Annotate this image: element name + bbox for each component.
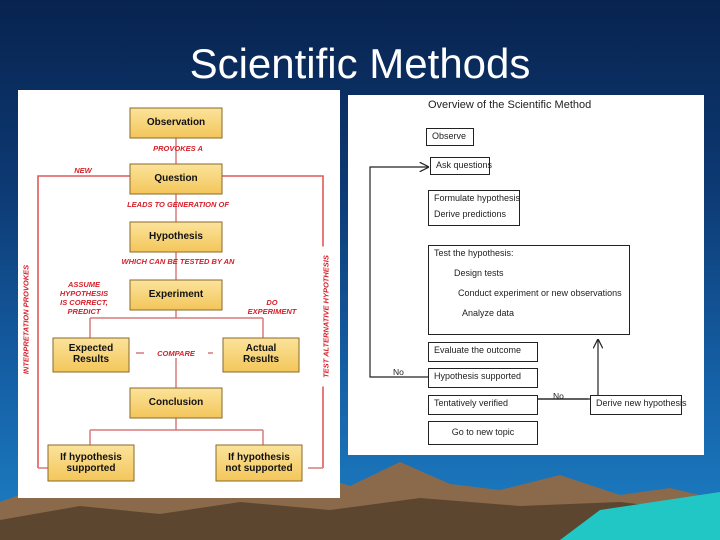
observation-box: Observation — [146, 117, 206, 128]
no-left-label: No — [393, 367, 404, 377]
derive-new-hypothesis-box: Derive new hypothesis — [590, 395, 687, 415]
derive-text: Derive predictions — [434, 209, 507, 219]
slide-title: Scientific Methods — [189, 40, 531, 87]
compare-label: COMPARE — [144, 349, 208, 358]
observe-box: Observe — [426, 128, 474, 146]
assume-label: ASSUME HYPOTHESIS IS CORRECT, PREDICT — [59, 280, 109, 316]
right-diagram-panel: Overview of the Scientific Method Observ… — [348, 95, 704, 455]
mountain-landscape — [0, 462, 720, 540]
hypothesis-box: Hypothesis — [149, 231, 203, 242]
hypothesis-supported-box: Hypothesis supported — [428, 368, 538, 388]
new-label: NEW — [74, 166, 92, 175]
tested-by-label: WHICH CAN BE TESTED BY AN — [121, 257, 235, 266]
if-not-supported-box: If hypothesis not supported — [225, 452, 293, 474]
test-alternative-label: TEST ALTERNATIVE HYPOTHESIS — [321, 246, 331, 387]
no-right-label: No — [553, 391, 564, 401]
expected-results-box: Expected Results — [68, 343, 114, 365]
ask-questions-box: Ask questions — [430, 157, 492, 175]
conduct-text: Conduct experiment or new observations — [458, 288, 622, 298]
test-title-text: Test the hypothesis: — [434, 248, 514, 258]
design-text: Design tests — [454, 268, 504, 278]
actual-results-box: Actual Results — [242, 343, 280, 365]
question-box: Question — [154, 173, 198, 184]
formulate-text: Formulate hypothesis — [434, 193, 521, 203]
if-supported-box: If hypothesis supported — [60, 452, 122, 474]
do-experiment-label: DO EXPERIMENT — [247, 298, 297, 316]
left-diagram-panel: Observation Question Hypothesis Experime… — [18, 90, 340, 498]
overview-title: Overview of the Scientific Method — [428, 99, 592, 111]
new-topic-box: Go to new topic — [428, 421, 538, 445]
experiment-box: Experiment — [148, 289, 204, 300]
interpretation-provokes-label: INTERPRETATION PROVOKES — [21, 249, 31, 390]
tentatively-verified-box: Tentatively verified — [428, 395, 538, 415]
evaluate-box: Evaluate the outcome — [428, 342, 538, 362]
test-box: Test the hypothesis: Design tests Conduc… — [428, 245, 630, 335]
provokes-label: PROVOKES A — [153, 144, 203, 153]
formulate-box: Formulate hypothesis Derive predictions — [428, 190, 520, 226]
leads-to-label: LEADS TO GENERATION OF — [127, 200, 229, 209]
analyze-text: Analyze data — [462, 308, 515, 318]
conclusion-box: Conclusion — [148, 397, 204, 408]
